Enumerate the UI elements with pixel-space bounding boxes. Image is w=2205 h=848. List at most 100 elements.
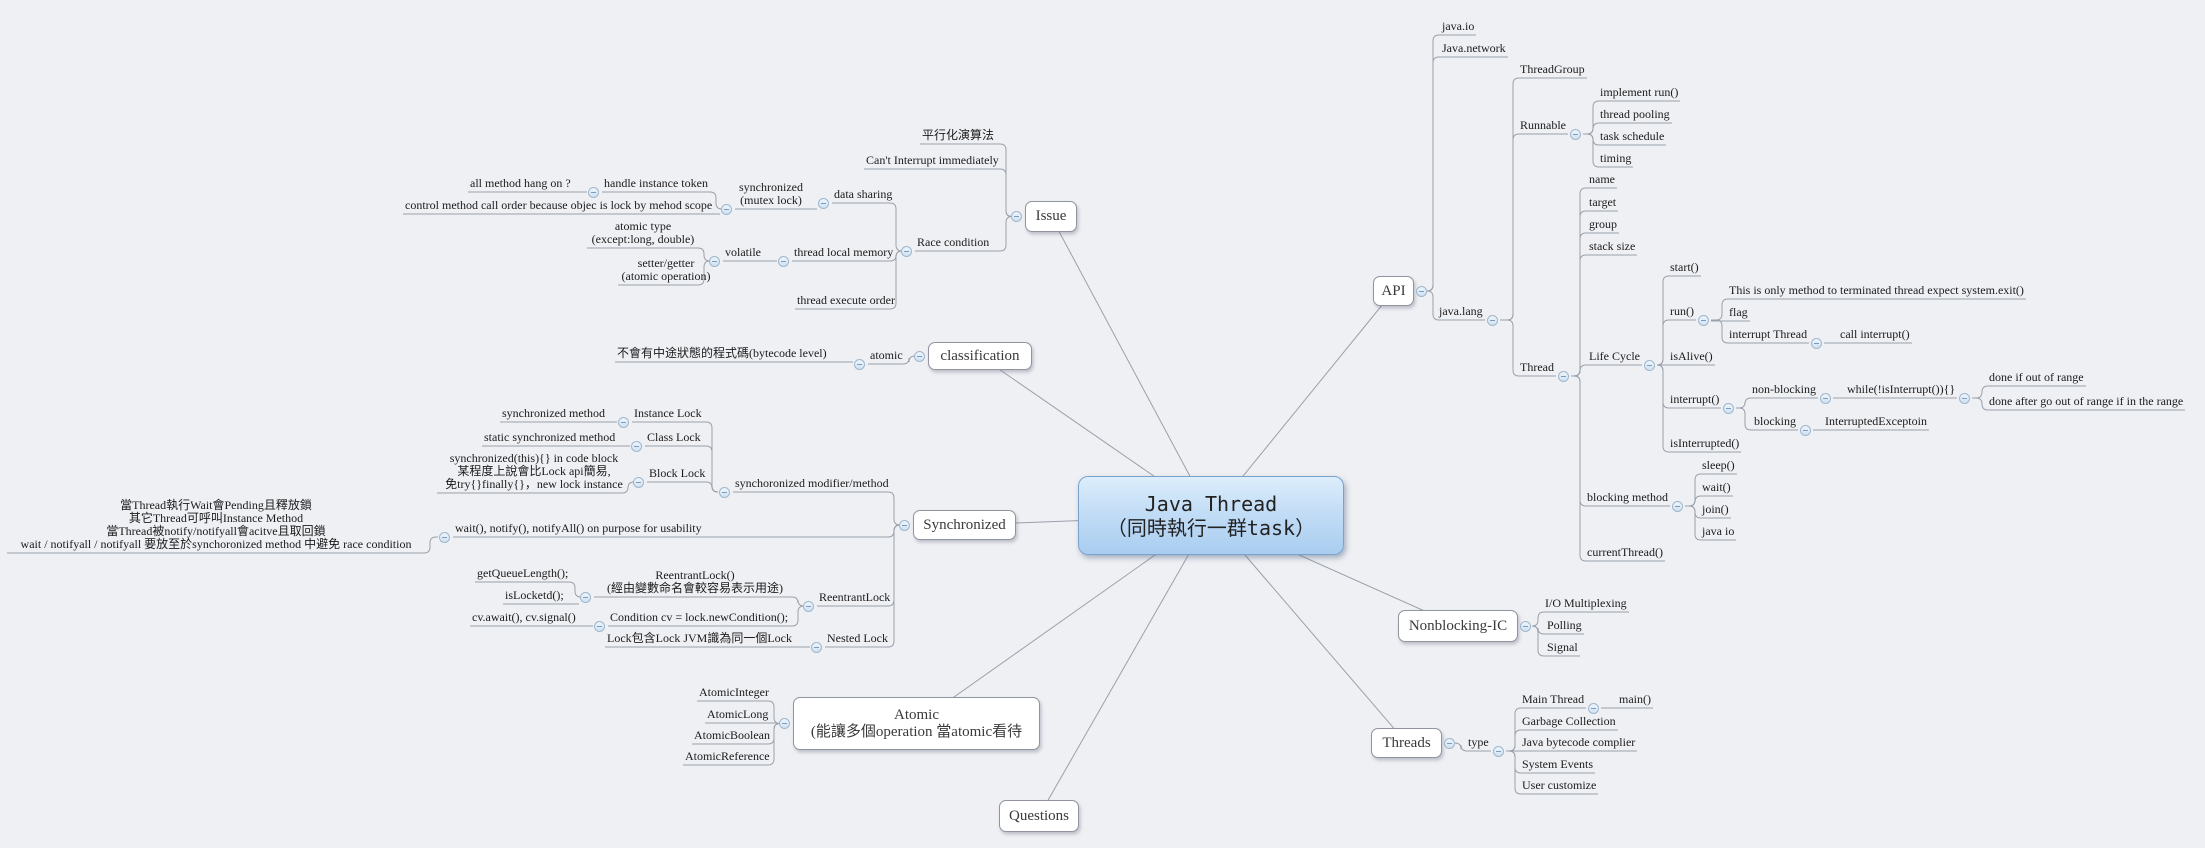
topic-synchronized[interactable]: Synchronized	[913, 510, 1016, 540]
node-atomic-type[interactable]: atomic type (except:long, double)	[587, 220, 699, 248]
node-synchronized-method[interactable]: synchronized method	[502, 406, 605, 420]
node-run[interactable]: run()	[1670, 304, 1694, 318]
collapse-icon[interactable]	[1011, 211, 1022, 222]
node-java-lang[interactable]: java.lang	[1439, 304, 1483, 318]
topic-api[interactable]: API	[1373, 276, 1414, 306]
node-group[interactable]: group	[1589, 217, 1617, 231]
node-life-cycle[interactable]: Life Cycle	[1589, 349, 1640, 363]
node-synchronized-this-code-block[interactable]: synchronized(this){} in code block 某程度上說…	[437, 452, 631, 493]
collapse-icon[interactable]	[1672, 500, 1683, 512]
node-type[interactable]: type	[1468, 735, 1489, 749]
node-race-condition[interactable]: Race condition	[917, 235, 990, 249]
node-stack-size[interactable]: stack size	[1589, 239, 1636, 253]
node-runnable[interactable]: Runnable	[1520, 118, 1566, 132]
collapse-icon[interactable]	[914, 350, 925, 362]
collapse-icon[interactable]	[631, 440, 642, 452]
node-wait-notify-notifyall[interactable]: wait(), notify(), notifyAll() on purpose…	[455, 521, 702, 535]
node-data-sharing[interactable]: data sharing	[834, 187, 893, 201]
node-main[interactable]: main()	[1619, 692, 1651, 706]
node-polling[interactable]: Polling	[1547, 618, 1582, 632]
node-threadgroup[interactable]: ThreadGroup	[1520, 62, 1585, 76]
collapse-icon[interactable]	[899, 519, 910, 531]
node-blocking[interactable]: blocking	[1754, 414, 1796, 428]
node-wait-pending-description[interactable]: 當Thread執行Wait會Pending且釋放鎖 其它Thread可呼叫Ins…	[7, 499, 425, 553]
node-no-intermediate-state[interactable]: 不會有中途狀態的程式碼(bytecode level)	[617, 346, 827, 360]
collapse-icon[interactable]	[779, 718, 790, 729]
collapse-icon[interactable]	[1723, 402, 1734, 414]
node-setter-getter[interactable]: setter/getter (atomic operation)	[618, 257, 714, 285]
collapse-icon[interactable]	[1493, 745, 1504, 757]
collapse-icon[interactable]	[1558, 370, 1569, 382]
collapse-icon[interactable]	[1520, 620, 1531, 632]
collapse-icon[interactable]	[901, 245, 912, 257]
node-sleep[interactable]: sleep()	[1702, 458, 1735, 472]
node-class-lock[interactable]: Class Lock	[647, 430, 701, 444]
node-current-thread[interactable]: currentThread()	[1587, 545, 1663, 559]
node-atomic-boolean[interactable]: AtomicBoolean	[694, 728, 770, 742]
node-volatile[interactable]: volatile	[725, 245, 761, 259]
central-topic-java-thread[interactable]: Java Thread （同時執行一群task）	[1078, 476, 1344, 555]
collapse-icon[interactable]	[1644, 359, 1655, 371]
node-start[interactable]: start()	[1670, 260, 1699, 274]
collapse-icon[interactable]	[854, 358, 865, 370]
node-atomic-long[interactable]: AtomicLong	[707, 707, 769, 721]
node-reentrant-lock[interactable]: ReentrantLock	[819, 590, 891, 604]
node-instance-lock[interactable]: Instance Lock	[634, 406, 702, 420]
node-atomic-label[interactable]: atomic	[870, 348, 903, 362]
node-control-method-call-order[interactable]: control method call order because objec …	[405, 198, 713, 212]
node-join[interactable]: join()	[1702, 502, 1729, 516]
collapse-icon[interactable]	[1416, 285, 1427, 297]
collapse-icon[interactable]	[803, 600, 814, 612]
topic-questions[interactable]: Questions	[999, 800, 1079, 832]
node-blocking-method[interactable]: blocking method	[1587, 490, 1668, 504]
node-io-multiplexing[interactable]: I/O Multiplexing	[1545, 596, 1627, 610]
node-get-queue-length[interactable]: getQueueLength();	[477, 566, 569, 580]
node-name[interactable]: name	[1589, 172, 1615, 186]
node-parallel-algorithm[interactable]: 平行化演算法	[922, 128, 995, 142]
collapse-icon[interactable]	[1811, 337, 1822, 349]
node-java-io-blocking[interactable]: java io	[1702, 524, 1735, 538]
node-is-interrupted[interactable]: isInterrupted()	[1670, 436, 1740, 450]
node-cant-interrupt-immediately[interactable]: Can't Interrupt immediately	[866, 153, 999, 167]
node-lock-contains-lock[interactable]: Lock包含Lock JVM識為同一個Lock	[607, 631, 792, 645]
node-wait[interactable]: wait()	[1702, 480, 1731, 494]
topic-atomic[interactable]: Atomic (能讓多個operation 當atomic看待	[793, 697, 1040, 750]
node-interrupt-thread[interactable]: interrupt Thread	[1729, 327, 1808, 341]
node-is-locked[interactable]: isLocketd();	[505, 588, 564, 602]
node-target[interactable]: target	[1589, 195, 1617, 209]
topic-classification[interactable]: classification	[928, 342, 1032, 370]
node-java-bytecode-complier[interactable]: Java bytecode complier	[1522, 735, 1636, 749]
node-flag[interactable]: flag	[1729, 305, 1748, 319]
node-non-blocking[interactable]: non-blocking	[1752, 382, 1816, 396]
topic-issue[interactable]: Issue	[1025, 201, 1077, 232]
collapse-icon[interactable]	[1820, 392, 1831, 404]
collapse-icon[interactable]	[439, 531, 450, 543]
topic-nonblocking-ic[interactable]: Nonblocking-IC	[1398, 610, 1518, 642]
node-block-lock[interactable]: Block Lock	[649, 466, 706, 480]
collapse-icon[interactable]	[1444, 737, 1455, 749]
collapse-icon[interactable]	[709, 255, 720, 267]
node-all-method-hang-on[interactable]: all method hang on ?	[470, 176, 571, 190]
collapse-icon[interactable]	[580, 591, 591, 603]
node-garbage-collection[interactable]: Garbage Collection	[1522, 714, 1616, 728]
node-while-is-interrupt[interactable]: while(!isInterrupt()){}	[1847, 382, 1956, 396]
node-reentrant-lock-constructor[interactable]: ReentrantLock() (經由變數命名會較容易表示用途)	[594, 569, 796, 597]
node-signal[interactable]: Signal	[1547, 640, 1578, 654]
node-nested-lock[interactable]: Nested Lock	[827, 631, 888, 645]
collapse-icon[interactable]	[588, 186, 599, 198]
collapse-icon[interactable]	[1959, 392, 1970, 404]
collapse-icon[interactable]	[818, 197, 829, 209]
node-interrupt[interactable]: interrupt()	[1670, 392, 1720, 406]
topic-threads[interactable]: Threads	[1371, 728, 1442, 758]
node-thread[interactable]: Thread	[1520, 360, 1554, 374]
collapse-icon[interactable]	[594, 620, 605, 632]
node-implement-run[interactable]: implement run()	[1600, 85, 1679, 99]
node-interrupted-exception[interactable]: InterruptedExceptoin	[1825, 414, 1927, 428]
node-synchronized-modifier-method[interactable]: synchoronized modifier/method	[735, 476, 889, 490]
collapse-icon[interactable]	[1588, 702, 1599, 714]
collapse-icon[interactable]	[1800, 424, 1811, 436]
node-timing[interactable]: timing	[1600, 151, 1632, 165]
node-main-thread[interactable]: Main Thread	[1522, 692, 1585, 706]
collapse-icon[interactable]	[633, 476, 644, 488]
node-cv-await-signal[interactable]: cv.await(), cv.signal()	[472, 610, 576, 624]
